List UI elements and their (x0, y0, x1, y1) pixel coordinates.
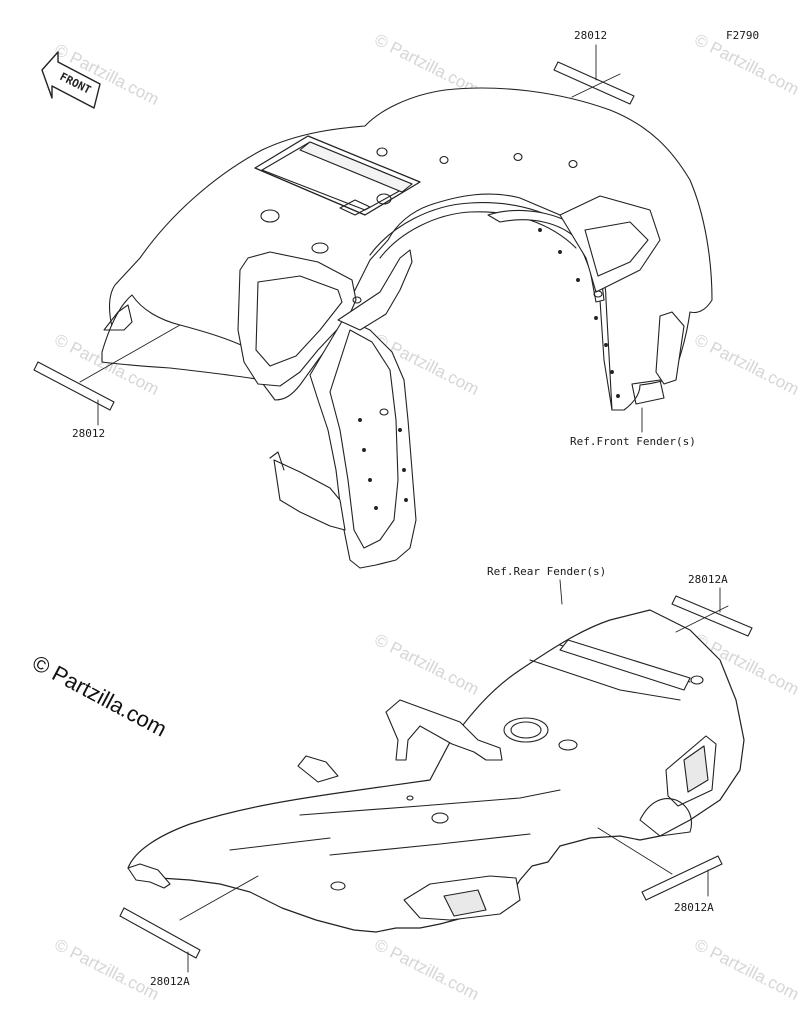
decal-strip-28012A-bottom-left (119, 907, 201, 959)
decal-strip-28012-top (553, 61, 635, 105)
callout-28012-left: 28012 (72, 427, 106, 440)
callout-28012A-bottom-right: 28012A (674, 901, 714, 914)
diagram-code: F2790 (726, 29, 760, 42)
callout-28012-top: 28012 (574, 29, 608, 42)
ref-rear-fender: Ref.Rear Fender(s) (487, 565, 607, 578)
ref-front-fender: Ref.Front Fender(s) (570, 435, 696, 448)
decal-strip-28012A-bottom-right (641, 855, 723, 901)
callout-28012A-top-right: 28012A (688, 573, 728, 586)
rear-fender (127, 609, 745, 933)
callout-28012A-bottom-left: 28012A (150, 975, 190, 988)
front-arrow-icon: FRONT (41, 51, 101, 109)
front-fender (101, 87, 713, 569)
decal-strip-28012A-top-right (671, 595, 753, 637)
leader-lines (79, 44, 729, 973)
decal-strip-28012-left (33, 361, 115, 411)
